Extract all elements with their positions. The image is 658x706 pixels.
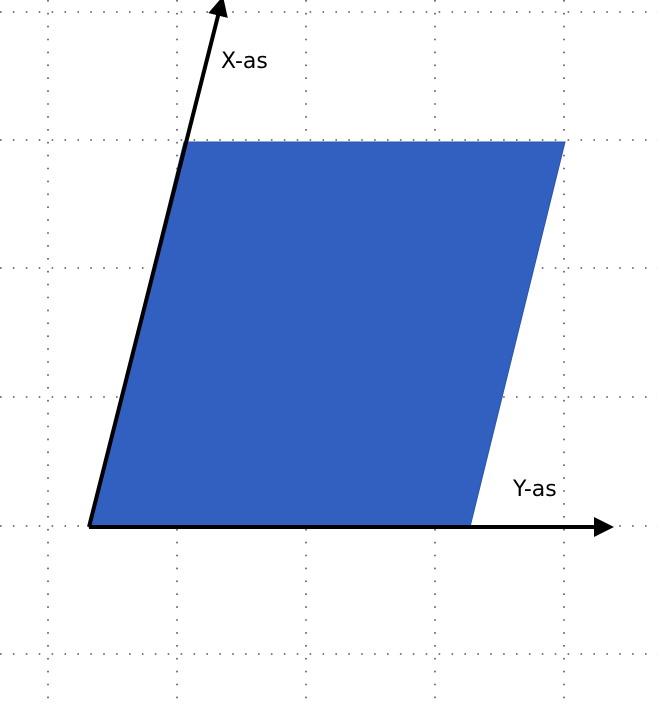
x-axis-label: X-as — [221, 49, 268, 74]
y-axis-label: Y-as — [512, 477, 557, 502]
blue-parallelogram — [88, 141, 566, 528]
x-axis-arrow — [87, 0, 228, 528]
